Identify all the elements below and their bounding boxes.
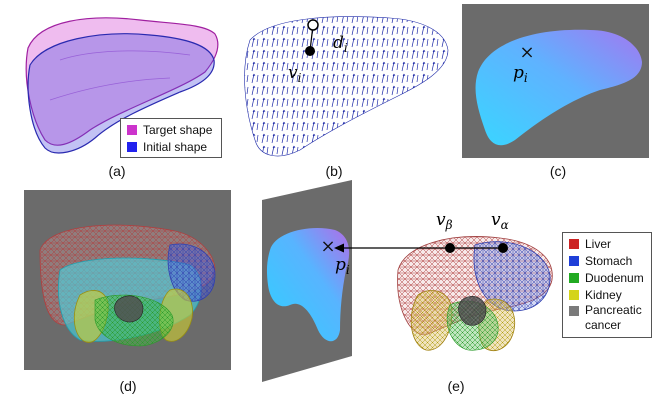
point-d-i [307, 19, 319, 31]
legend-e-swatch-liver [569, 238, 579, 249]
caption-e: (e) [447, 378, 465, 394]
legend-e-row-kidney: Kidney [563, 286, 651, 303]
legend-e: Liver Stomach Duodenum Kidney Pancreatic… [562, 232, 652, 338]
svg-text:vβ: vβ [436, 210, 453, 232]
caption-b: (b) [325, 163, 343, 179]
caption-d: (d) [119, 378, 137, 394]
target-shape [25, 17, 219, 146]
panel-b-vector-field [244, 16, 449, 157]
label-v-beta-sub: β [445, 218, 453, 232]
panel-e-liver-projection [266, 228, 350, 342]
legend-e-swatch-stomach [569, 255, 579, 266]
point-v-i [305, 46, 315, 56]
label-v-beta: v [436, 210, 446, 230]
panel-a-shapes [25, 17, 219, 154]
label-p-e: p [335, 255, 346, 275]
panel-e-organs [397, 236, 553, 352]
legend-a-row-target: Target shape [121, 121, 221, 138]
point-v-alpha [498, 243, 508, 253]
legend-e-label-kidney: Kidney [585, 287, 622, 302]
initial-shape [27, 33, 215, 154]
cross-mark-c: × [519, 42, 534, 63]
legend-e-label-stomach: Stomach [585, 253, 633, 268]
legend-e-label-liver: Liver [585, 236, 612, 251]
projection-arrowhead [334, 243, 344, 253]
legend-e-swatch-duodenum [569, 272, 579, 283]
svg-text:di: di [333, 33, 348, 55]
legend-a: Target shape Initial shape [120, 118, 222, 158]
legend-a-label-target: Target shape [143, 122, 213, 137]
legend-a-label-initial: Initial shape [143, 139, 208, 154]
legend-e-label-duodenum: Duodenum [585, 270, 644, 285]
svg-text:pi: pi [513, 63, 528, 85]
point-v-beta [445, 243, 455, 253]
legend-a-row-initial: Initial shape [121, 138, 221, 155]
svg-text:vα: vα [491, 210, 509, 232]
label-v-alpha-sub: α [501, 218, 509, 232]
caption-a: (a) [108, 163, 126, 179]
legend-e-row-liver: Liver [563, 235, 651, 252]
panel-d-organs [39, 224, 216, 347]
legend-e-row-duodenum: Duodenum [563, 269, 651, 286]
label-p-c-sub: i [524, 71, 528, 85]
legend-e-swatch-kidney [569, 289, 579, 300]
label-d: d [333, 33, 344, 53]
svg-text:pi: pi [335, 255, 350, 277]
legend-a-swatch-initial [127, 141, 137, 152]
legend-e-swatch-pancreatic [569, 306, 579, 316]
label-p-c: p [513, 63, 524, 83]
label-d-sub: i [344, 41, 348, 55]
legend-e-row-stomach: Stomach [563, 252, 651, 269]
caption-c: (c) [549, 163, 567, 179]
label-v-alpha: v [491, 210, 501, 230]
legend-e-row-pancreatic: Pancreatic cancer [563, 303, 651, 335]
legend-e-label-pancreatic: Pancreatic cancer [585, 303, 642, 332]
cross-mark-e: × [320, 236, 335, 257]
svg-text:vi: vi [288, 63, 302, 85]
label-p-e-sub: i [346, 263, 350, 277]
panel-c-liver [475, 29, 642, 146]
label-v: v [288, 63, 298, 83]
label-v-sub: i [298, 71, 302, 85]
legend-a-swatch-target [127, 124, 137, 135]
